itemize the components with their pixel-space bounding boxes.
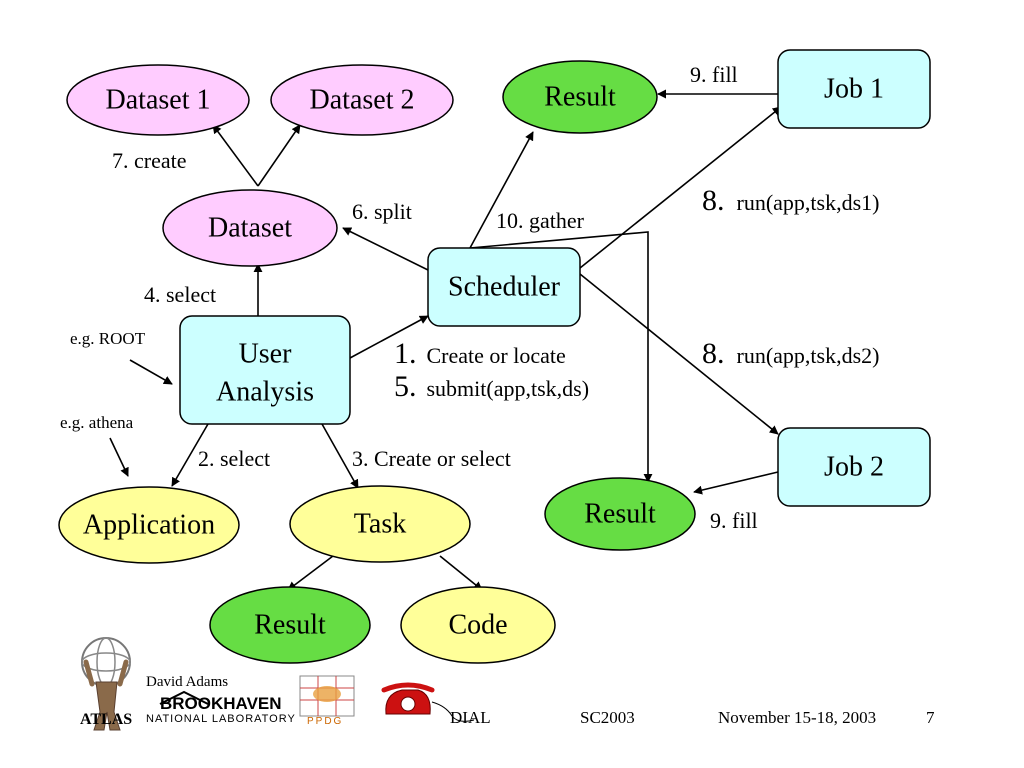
edge-scheduler-to-dataset bbox=[342, 227, 429, 271]
node-task-label: Task bbox=[354, 509, 406, 540]
node-code-label: Code bbox=[448, 610, 507, 641]
label-create-locate: 1. Create or locate bbox=[394, 337, 566, 370]
node-application: Application bbox=[58, 486, 240, 564]
edge-eg-athena-pointer bbox=[109, 437, 129, 477]
edge-task-to-code bbox=[439, 555, 483, 591]
label-run-ds1: 8. run(app,tsk,ds1) bbox=[702, 184, 879, 217]
atlas-logo bbox=[81, 637, 131, 731]
edge-analysis-to-application bbox=[171, 423, 209, 487]
edge-analysis-to-scheduler bbox=[349, 315, 429, 359]
label-create: 7. create bbox=[112, 148, 187, 173]
label-gather: 10. gather bbox=[496, 208, 585, 233]
node-user-analysis-label-2: Analysis bbox=[216, 377, 314, 408]
node-task: Task bbox=[289, 485, 471, 563]
label-select-4: 4. select bbox=[144, 282, 216, 307]
label-create-locate-text: Create or locate bbox=[427, 343, 566, 368]
edge-dataset-to-dataset1 bbox=[212, 124, 259, 187]
label-fill-bottom: 9. fill bbox=[710, 508, 758, 533]
label-run-ds2: 8. run(app,tsk,ds2) bbox=[702, 337, 879, 370]
node-user-analysis-label-1: User bbox=[239, 339, 293, 370]
footer-conference: SC2003 bbox=[580, 708, 635, 727]
footer-page-number: 7 bbox=[926, 708, 935, 727]
label-submit-text: submit(app,tsk,ds) bbox=[427, 376, 590, 401]
node-result-bottom-label: Result bbox=[584, 499, 656, 530]
label-submit: 5. submit(app,tsk,ds) bbox=[394, 370, 589, 403]
footer-bnl-name: BROOKHAVEN bbox=[160, 694, 282, 713]
node-job2: Job 2 bbox=[777, 427, 931, 507]
edge-scheduler-to-job2 bbox=[579, 273, 779, 435]
node-dataset-label: Dataset bbox=[208, 213, 292, 244]
label-split: 6. split bbox=[352, 199, 412, 224]
label-submit-num: 5. bbox=[394, 370, 417, 403]
edges bbox=[109, 89, 782, 591]
node-result-bottom: Result bbox=[544, 477, 696, 551]
node-dataset2-label: Dataset 2 bbox=[310, 85, 415, 116]
label-run-ds2-num: 8. bbox=[702, 337, 725, 370]
footer-atlas: ATLAS bbox=[80, 711, 133, 728]
label-run-ds1-text: run(app,tsk,ds1) bbox=[737, 190, 880, 215]
node-task-result-label: Result bbox=[254, 610, 326, 641]
label-eg-root: e.g. ROOT bbox=[70, 329, 146, 348]
edge-scheduler-to-result-top bbox=[469, 131, 534, 249]
node-job1-label: Job 1 bbox=[824, 74, 884, 105]
label-run-ds2-text: run(app,tsk,ds2) bbox=[737, 343, 880, 368]
edge-scheduler-to-job1 bbox=[579, 106, 782, 269]
edge-labels: 7. create 6. split 4. select 2. select 3… bbox=[60, 62, 879, 533]
node-result-top-label: Result bbox=[544, 82, 616, 113]
node-result-top: Result bbox=[502, 60, 658, 134]
edge-task-to-result bbox=[287, 555, 334, 591]
node-job2-label: Job 2 bbox=[824, 452, 884, 483]
bnl-logo bbox=[159, 690, 209, 705]
label-create-or-select: 3. Create or select bbox=[352, 446, 511, 471]
label-eg-athena: e.g. athena bbox=[60, 413, 134, 432]
node-scheduler: Scheduler bbox=[427, 247, 581, 327]
label-create-locate-num: 1. bbox=[394, 337, 417, 370]
edge-dataset-to-dataset2 bbox=[257, 124, 301, 187]
dial-phone-icon bbox=[381, 682, 475, 722]
node-job1: Job 1 bbox=[777, 49, 931, 129]
label-select-2: 2. select bbox=[198, 446, 270, 471]
ppdg-logo bbox=[299, 675, 355, 717]
footer-author: David Adams bbox=[146, 674, 229, 690]
footer-project: DIAL bbox=[450, 708, 491, 727]
node-dataset: Dataset bbox=[162, 189, 338, 267]
node-dataset2: Dataset 2 bbox=[270, 64, 454, 136]
label-fill-top: 9. fill bbox=[690, 62, 738, 87]
footer-ppdg: PPDG bbox=[307, 716, 344, 727]
node-user-analysis: User Analysis bbox=[179, 315, 351, 425]
node-code: Code bbox=[400, 586, 556, 664]
edge-analysis-to-task bbox=[321, 423, 359, 489]
label-run-ds1-num: 8. bbox=[702, 184, 725, 217]
footer-bnl-sub: NATIONAL LABORATORY bbox=[146, 713, 296, 725]
footer-date: November 15-18, 2003 bbox=[718, 708, 877, 727]
node-dataset1-label: Dataset 1 bbox=[106, 85, 211, 116]
node-dataset1: Dataset 1 bbox=[66, 64, 250, 136]
node-scheduler-label: Scheduler bbox=[448, 272, 561, 303]
edge-eg-root-pointer bbox=[129, 359, 173, 385]
edge-gather-to-result-bottom bbox=[469, 231, 653, 483]
node-application-label: Application bbox=[83, 510, 215, 541]
edge-job2-to-result-bottom bbox=[693, 471, 779, 495]
node-task-result: Result bbox=[209, 586, 371, 664]
